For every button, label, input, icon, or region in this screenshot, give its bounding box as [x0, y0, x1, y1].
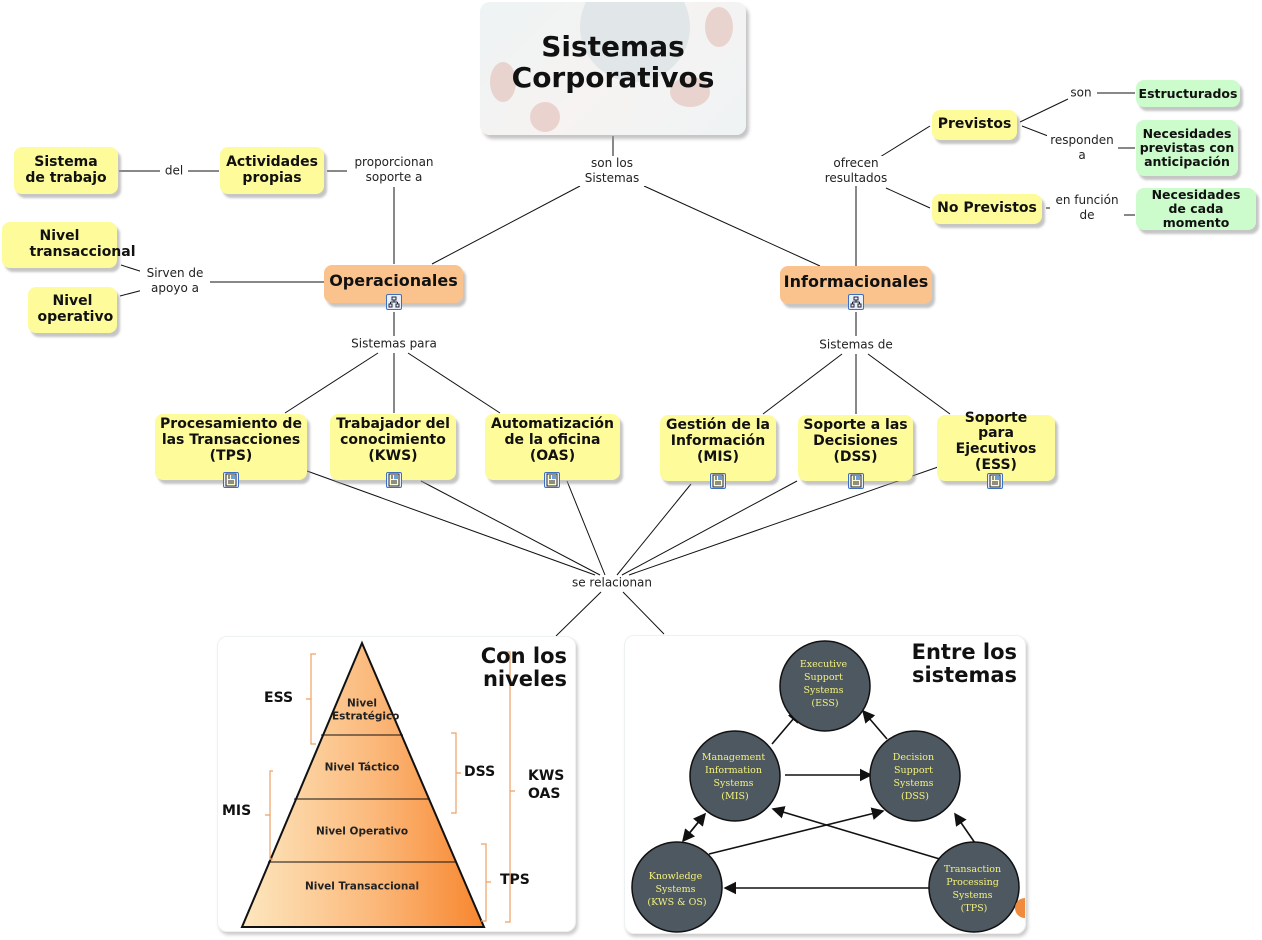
arrow-kws-mis — [682, 812, 707, 842]
level-estrategico: Nivel Estratégico — [332, 697, 400, 722]
decorative-orange-dot — [1015, 898, 1025, 918]
arrow-dss-ess — [861, 709, 888, 740]
document-icon[interactable] — [710, 473, 726, 489]
circle-tps — [928, 841, 1020, 933]
concept-tps[interactable]: Procesamiento de las Transacciones (TPS) — [155, 414, 307, 480]
circle-dss — [869, 730, 961, 822]
background-decoration — [490, 62, 516, 102]
submap-icon[interactable] — [848, 294, 864, 310]
document-icon[interactable] — [987, 473, 1003, 489]
concept-label: Operacionales — [329, 271, 458, 291]
level-operativo: Nivel Operativo — [315, 825, 409, 838]
title-line-1: Sistemas — [541, 30, 685, 63]
link-sistemas-para: Sistemas para — [349, 336, 439, 352]
circle-tps-text: Transaction Processing Systems (TPS) — [944, 864, 1004, 914]
concept-sistema-de-trabajo[interactable]: Sistema de trabajo — [14, 147, 118, 194]
concept-label: Procesamiento de las Transacciones (TPS) — [160, 416, 302, 464]
arrow-tps-dss — [954, 812, 976, 844]
title-node[interactable]: Sistemas Corporativos — [480, 2, 746, 135]
concept-label: Sistema de trabajo — [25, 153, 107, 186]
systems-panel-title: Entre los sistemas — [911, 640, 1017, 688]
concept-ess[interactable]: Soporte para Ejecutivos (ESS) — [937, 410, 1055, 481]
circle-kws-text: Knowledge Systems (KWS & OS) — [647, 871, 706, 908]
concept-label: Informacionales — [783, 272, 929, 292]
concept-label: Nivel operativo — [37, 293, 114, 325]
arrow-tps-mis — [771, 806, 944, 861]
arrow-kws-dss — [708, 807, 885, 855]
bracket-tps — [481, 843, 491, 922]
background-decoration — [670, 77, 710, 107]
link-proporcionan: proporcionan soporte a — [347, 155, 441, 185]
concept-label: Automatización de la oficina (OAS) — [491, 416, 614, 464]
link-son-los-sistemas: son los Sistemas — [575, 156, 649, 186]
background-decoration — [530, 102, 560, 132]
concept-label: Necesidades previstas con anticipación — [1139, 126, 1235, 169]
concept-actividades-propias[interactable]: Actividades propias — [220, 147, 324, 194]
link-sirven-de-apoyo: Sirven de apoyo a — [140, 266, 210, 296]
systems-panel[interactable]: Executive Support Systems (ESS) Manageme… — [624, 635, 1026, 934]
concept-label: Trabajador del conocimiento (KWS) — [336, 416, 450, 464]
title-line-2: Corporativos — [511, 60, 715, 94]
concept-label: Soporte a las Decisiones (DSS) — [803, 417, 908, 465]
background-decoration — [705, 7, 733, 47]
circle-mis — [689, 730, 781, 822]
circle-mis-text: Management Information Systems (MIS) — [702, 752, 768, 802]
pyramid-shape — [240, 640, 486, 928]
circle-ess-text: Executive Support Systems (ESS) — [800, 659, 850, 709]
map-title: Sistemas Corporativos — [480, 30, 746, 94]
document-icon[interactable] — [848, 473, 864, 489]
circle-dss-text: Decision Support Systems (DSS) — [893, 752, 937, 802]
concept-label: No Previstos — [937, 200, 1037, 217]
concept-estructurados[interactable]: Estructurados — [1136, 80, 1240, 107]
concept-label: Estructurados — [1138, 85, 1238, 101]
concept-no-previstos[interactable]: No Previstos — [932, 194, 1042, 224]
bracket-dss — [451, 732, 461, 814]
concept-necesidades-previstas[interactable]: Necesidades previstas con anticipación — [1136, 120, 1238, 176]
link-en-funcion: en función de — [1050, 193, 1124, 223]
link-sistemas-de: Sistemas de — [817, 337, 895, 353]
concept-nivel-transaccional[interactable]: Nivel transaccional — [2, 222, 136, 268]
concept-nivel-operativo[interactable]: Nivel operativo — [28, 287, 117, 333]
level-transaccional: Nivel Transaccional — [304, 880, 420, 893]
concept-label: Previstos — [937, 116, 1012, 133]
concept-kws[interactable]: Trabajador del conocimiento (KWS) — [330, 414, 456, 480]
concept-label: Actividades propias — [226, 153, 318, 186]
submap-icon[interactable] — [386, 294, 402, 310]
concept-operacionales[interactable]: Operacionales — [324, 265, 463, 303]
concept-dss[interactable]: Soporte a las Decisiones (DSS) — [798, 415, 913, 481]
concept-label: Gestión de la Información (MIS) — [666, 417, 770, 465]
bracket-label-mis: MIS — [222, 803, 252, 819]
concept-label: Soporte para Ejecutivos (ESS) — [955, 409, 1037, 473]
document-icon[interactable] — [544, 472, 560, 488]
concept-oas[interactable]: Automatización de la oficina (OAS) — [485, 414, 620, 480]
link-se-relacionan: se relacionan — [569, 575, 655, 591]
bracket-ess — [306, 653, 316, 745]
bracket-label-tps: TPS — [500, 872, 530, 888]
document-icon[interactable] — [386, 472, 402, 488]
pyramid-panel-title: Con los niveles — [480, 644, 567, 692]
link-responden: responden a — [1047, 133, 1117, 163]
concept-mis[interactable]: Gestión de la Información (MIS) — [660, 415, 776, 481]
level-tactico: Nivel Táctico — [324, 761, 400, 774]
systems-diagram: Executive Support Systems (ESS) Manageme… — [631, 640, 1025, 933]
bracket-label-dss: DSS — [464, 764, 496, 780]
concept-necesidades-momento[interactable]: Necesidades de cada momento — [1136, 188, 1256, 230]
bracket-mis — [265, 770, 273, 860]
link-ofrecen-resultados: ofrecen resultados — [819, 156, 893, 186]
bracket-kws-oas — [505, 651, 515, 923]
concept-label: Necesidades de cada momento — [1151, 187, 1241, 230]
link-del: del — [162, 163, 186, 179]
link-son: son — [1068, 85, 1094, 101]
pyramid-diagram — [240, 640, 515, 928]
document-icon[interactable] — [223, 472, 239, 488]
bracket-label-kws-oas: KWS OAS — [528, 768, 565, 803]
circle-ess — [779, 640, 871, 732]
concept-previstos[interactable]: Previstos — [932, 110, 1017, 140]
pyramid-panel[interactable]: Nivel Estratégico Nivel Táctico Nivel Op… — [217, 636, 576, 932]
bracket-label-ess: ESS — [264, 690, 294, 706]
concept-label: Nivel transaccional — [29, 228, 136, 260]
circle-kws — [631, 841, 723, 933]
